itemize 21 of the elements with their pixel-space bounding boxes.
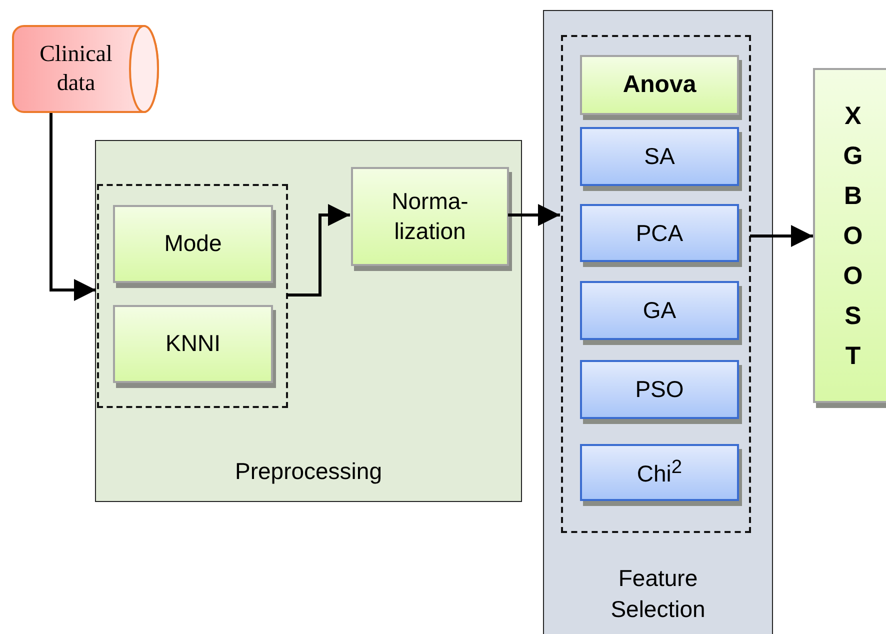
node-label: XGBOOST xyxy=(842,100,864,372)
arrow xyxy=(50,113,96,301)
stage-panel xyxy=(543,10,773,634)
node-label: GA xyxy=(642,297,676,324)
node-label: Norma- lization xyxy=(390,186,470,246)
dashed-group-box xyxy=(561,35,751,533)
node-label: PCA xyxy=(636,220,684,246)
dashed-group-box xyxy=(97,184,288,408)
stage-panel xyxy=(95,140,522,502)
node-label: Chi$^{2}$ xyxy=(636,457,682,488)
arrow xyxy=(287,204,350,296)
arrow xyxy=(750,225,813,247)
node-label: Preprocessing xyxy=(234,458,382,485)
node-label: Anova xyxy=(622,71,696,99)
node-label: SA xyxy=(644,143,675,170)
node-label: KNNI xyxy=(166,329,220,358)
node-label: Feature Selection xyxy=(610,564,706,624)
node-label: PSO xyxy=(635,376,684,403)
arrow xyxy=(508,204,560,226)
node-label: Mode xyxy=(164,229,222,258)
node-label: Clinical data xyxy=(38,40,114,97)
